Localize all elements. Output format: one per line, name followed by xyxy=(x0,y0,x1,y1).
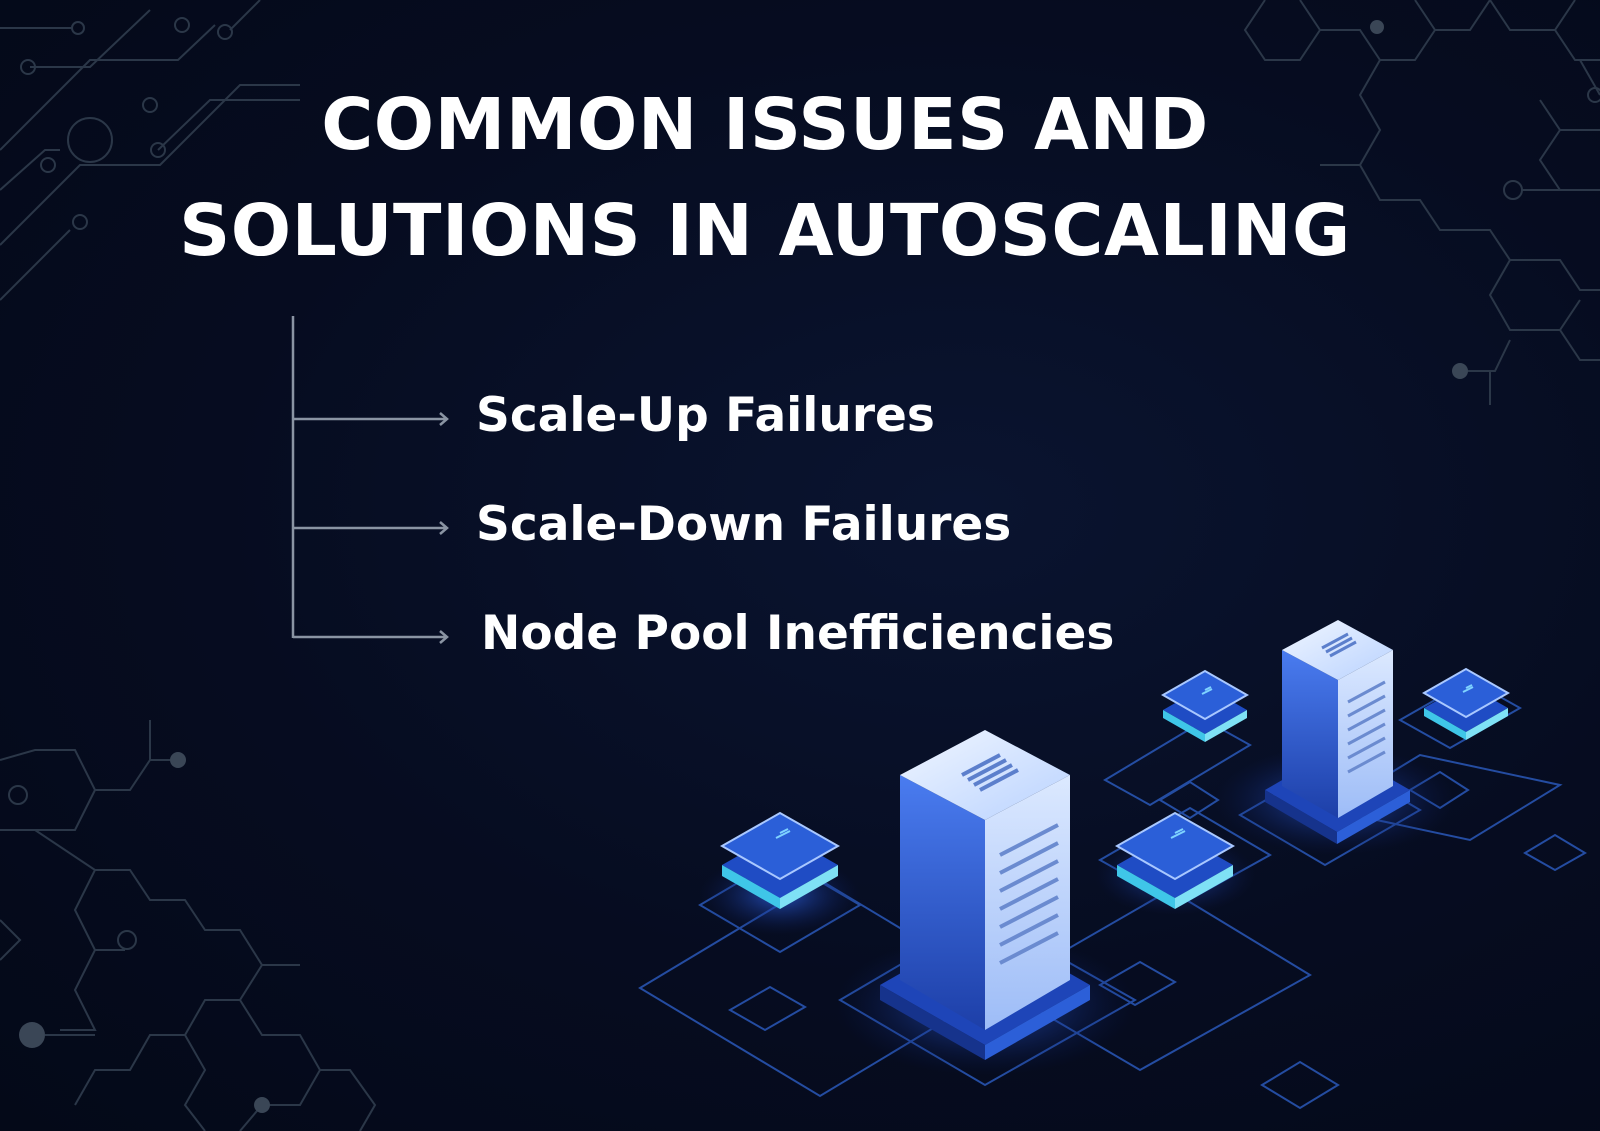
list-item-node-pool-inefficiencies: Node Pool Inefficiencies xyxy=(481,606,1115,661)
title-line-1: COMMON ISSUES AND xyxy=(321,83,1209,166)
network-chip-icon xyxy=(1160,669,1250,742)
server-tower-icon xyxy=(1265,620,1410,844)
list-item-scale-down-failures: Scale-Down Failures xyxy=(476,497,1012,552)
server-tower-icon xyxy=(880,730,1090,1060)
network-chip-icon xyxy=(719,811,841,909)
network-chip-icon xyxy=(1421,667,1511,740)
title-line-2: SOLUTIONS IN AUTOSCALING xyxy=(179,189,1351,272)
list-item-scale-up-failures: Scale-Up Failures xyxy=(476,388,935,443)
page-title: COMMON ISSUES AND SOLUTIONS IN AUTOSCALI… xyxy=(0,72,1530,284)
network-chip-icon xyxy=(1114,811,1236,909)
